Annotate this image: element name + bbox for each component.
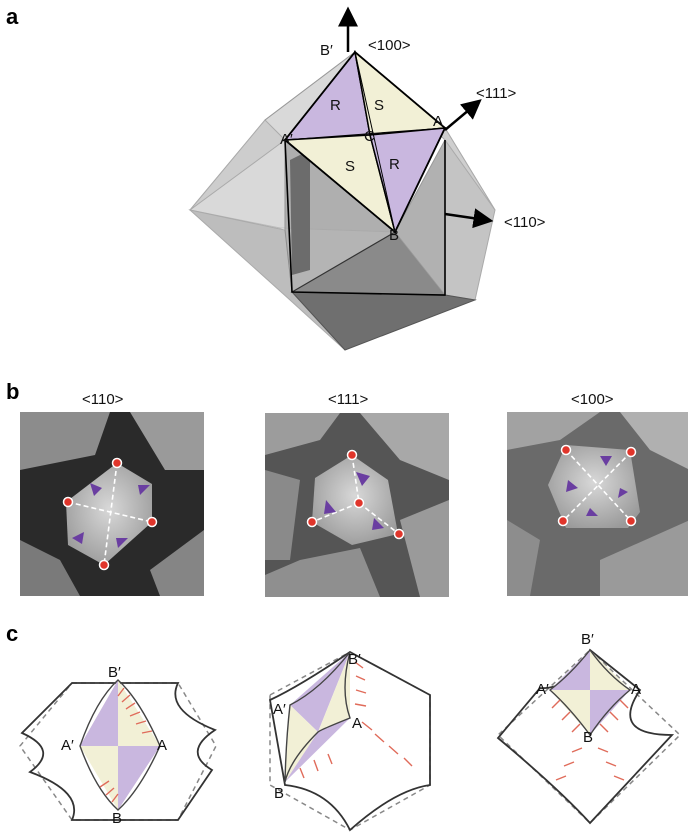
sem-title-111: <111>	[328, 391, 369, 408]
c-right-a-prime: A′	[536, 681, 549, 698]
c-right-b: B	[583, 729, 593, 746]
direction-100-label: <100>	[368, 37, 411, 54]
vertex-b-prime: B′	[320, 42, 333, 59]
polyhedron-model	[188, 6, 496, 351]
schematic-111	[268, 650, 431, 832]
sem-title-110: <110>	[82, 391, 124, 408]
sem-image-110	[20, 412, 204, 596]
c-middle-b-prime: B′	[348, 651, 361, 668]
vertex-a-prime: A′	[280, 131, 293, 148]
panel-c-label: c	[6, 621, 18, 646]
arrow-110	[444, 208, 494, 229]
c-right-b-prime: B′	[581, 631, 594, 648]
c-left-b: B	[112, 810, 122, 827]
c-middle-a-prime: A′	[273, 701, 286, 718]
sem-title-100: <100>	[571, 391, 614, 408]
c-middle-a: A	[352, 715, 362, 732]
face-s-label-1: S	[374, 97, 384, 114]
vertex-c: C	[364, 128, 375, 145]
face-r-label-1: R	[330, 97, 341, 114]
arrow-111	[444, 99, 482, 131]
c-middle-b: B	[274, 785, 284, 802]
sem-image-100	[507, 412, 688, 596]
direction-111-label: <111>	[476, 85, 517, 102]
direction-110-label: <110>	[504, 214, 546, 231]
c-left-a: A	[157, 737, 167, 754]
schematic-110	[19, 679, 217, 821]
c-left-a-prime: A′	[61, 737, 74, 754]
vertex-b: B	[389, 227, 399, 244]
schematic-100	[496, 648, 682, 825]
c-left-b-prime: B′	[108, 664, 121, 681]
face-s-label-2: S	[345, 158, 355, 175]
c-right-a: A	[631, 681, 641, 698]
face-r-label-2: R	[389, 156, 400, 173]
panel-b-label: b	[6, 379, 19, 404]
sem-image-111	[265, 413, 449, 597]
vertex-a: A	[433, 113, 443, 130]
panel-a-label: a	[6, 4, 19, 29]
